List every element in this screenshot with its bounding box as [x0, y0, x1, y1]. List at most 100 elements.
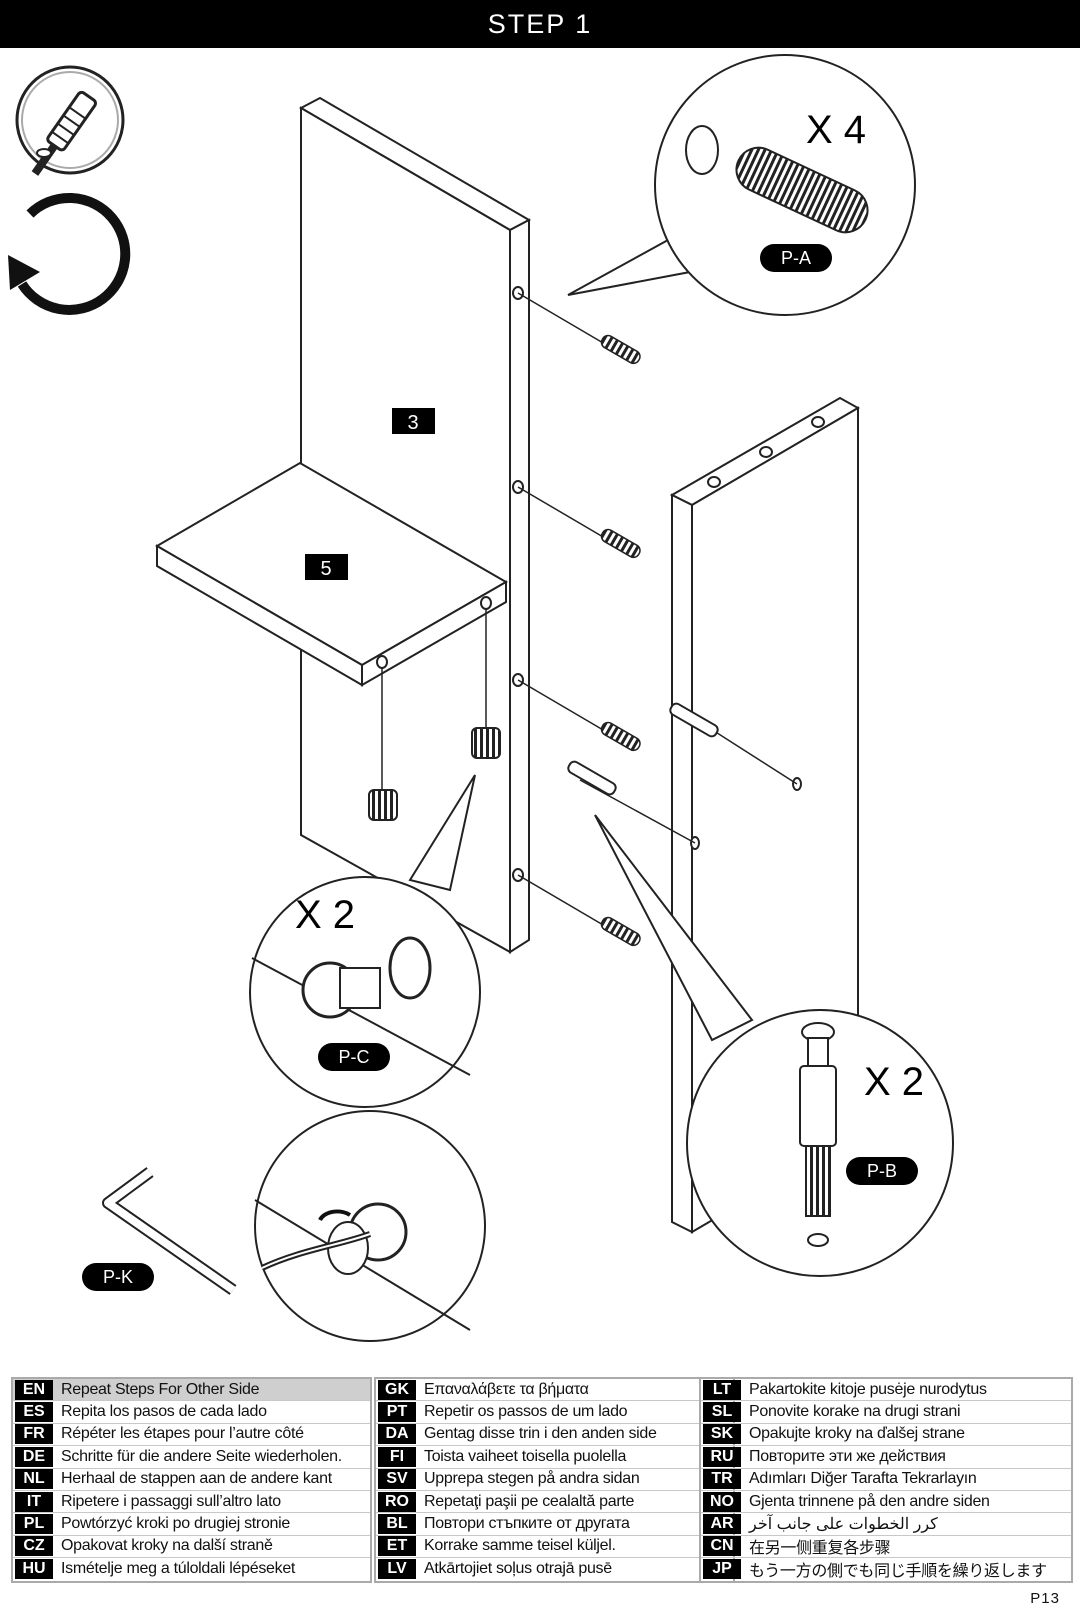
instruction-text: もう一方の側でも同じ手順を繰り返します [749, 1563, 1047, 1581]
instruction-row: PL Powtórzyć kroki po drugiej stronie [13, 1513, 370, 1536]
instruction-row: SK Opakujte kroky na ďalšej strane [701, 1424, 1071, 1447]
language-code: GK [378, 1379, 416, 1400]
callout-tighten [254, 1110, 486, 1342]
instruction-row: RU Повторите эти же действия [701, 1446, 1071, 1469]
language-code: BL [378, 1514, 416, 1535]
instruction-text: Repeat Steps For Other Side [61, 1380, 260, 1398]
instruction-text: Pakartokite kitoje pusėje nurodytus [749, 1380, 987, 1398]
instruction-text: Ismételje meg a túloldali lépéseket [61, 1560, 296, 1578]
instruction-row: PT Repetir os passos de um lado [376, 1401, 733, 1424]
instruction-text: Opakovat kroky na další straně [61, 1537, 273, 1555]
instruction-row: EN Repeat Steps For Other Side [13, 1379, 370, 1402]
part-bolt-badge: P-B [867, 1161, 897, 1181]
part-key-badge: P-K [103, 1267, 133, 1287]
language-code: NL [15, 1469, 53, 1490]
instruction-row: ET Korrake samme teisel küljel. [376, 1536, 733, 1559]
language-code: SL [703, 1402, 741, 1423]
instruction-text: 在另一侧重复各步骤 [749, 1540, 891, 1558]
instruction-row: CZ Opakovat kroky na další straně [13, 1536, 370, 1559]
callout-bolt [594, 814, 954, 1277]
language-code: TR [703, 1469, 741, 1490]
language-code: FI [378, 1446, 416, 1467]
language-code: LT [703, 1379, 741, 1400]
step-title: STEP 1 [487, 9, 593, 39]
instruction-text: Répéter les étapes pour l’autre côté [61, 1425, 304, 1443]
language-code: SK [703, 1424, 741, 1445]
language-code: PT [378, 1402, 416, 1423]
bolt-quantity: X 2 [864, 1060, 924, 1104]
instruction-text: Powtórzyć kroki po drugiej stronie [61, 1515, 291, 1533]
instruction-text: Gentag disse trin i den anden side [424, 1425, 657, 1443]
instruction-row: DE Schritte für die andere Seite wiederho… [13, 1446, 370, 1469]
callout-cam [249, 774, 481, 1108]
instruction-row: AR كرر الخطوات على جانب آخر [701, 1513, 1071, 1536]
instruction-text: Adımları Diğer Tarafta Tekrarlayın [749, 1470, 977, 1488]
cam-locks [368, 609, 501, 821]
language-code: CN [703, 1536, 741, 1557]
language-code: ES [15, 1402, 53, 1423]
instruction-text: Повторите эти же действия [749, 1447, 946, 1465]
instruction-text: Ripetere i passaggi sull’altro lato [61, 1492, 281, 1510]
instruction-text: Toista vaiheet toisella puolella [424, 1447, 627, 1465]
instruction-text: Gjenta trinnene på den andre siden [749, 1492, 990, 1510]
instruction-row: ES Repita los pasos de cada lado [13, 1401, 370, 1424]
instruction-text: Schritte für die andere Seite wiederhole… [61, 1447, 342, 1465]
instruction-text: Повтори стъпките от другата [424, 1515, 630, 1533]
allen-key-icon [102, 1167, 237, 1295]
language-code: DA [378, 1424, 416, 1445]
language-code: LV [378, 1559, 416, 1580]
instruction-text: Herhaal de stappen aan de andere kant [61, 1470, 332, 1488]
instruction-text: كرر الخطوات على جانب آخر [749, 1516, 938, 1534]
language-code: EN [15, 1379, 53, 1400]
instruction-row: NL Herhaal de stappen aan de andere kant [13, 1469, 370, 1491]
language-code: NO [703, 1491, 741, 1512]
language-code: HU [15, 1559, 53, 1580]
language-code: DE [15, 1446, 53, 1467]
page-number: P13 [1030, 1590, 1060, 1607]
instruction-row: CN 在另一侧重复各步骤 [701, 1536, 1071, 1559]
language-code: FR [15, 1424, 53, 1445]
instruction-row: TR Adımları Diğer Tarafta Tekrarlayın [701, 1469, 1071, 1491]
language-code: SV [378, 1469, 416, 1490]
instruction-text: Repita los pasos de cada lado [61, 1403, 267, 1421]
cam-quantity: X 2 [295, 893, 355, 937]
language-code: AR [703, 1514, 741, 1535]
instruction-row: LT Pakartokite kitoje pusėje nurodytus [701, 1379, 1071, 1402]
language-code: ET [378, 1536, 416, 1557]
part-cam-badge: P-C [339, 1047, 370, 1067]
instruction-text: Repetir os passos de um lado [424, 1403, 628, 1421]
cam-bolts [567, 702, 798, 844]
screwdriver-icon [15, 65, 125, 176]
instruction-row: LV Atkārtojiet soļus otrajā pusē [376, 1558, 733, 1580]
dowel-quantity: X 4 [806, 108, 866, 152]
instruction-row: FI Toista vaiheet toisella puolella [376, 1446, 733, 1469]
instruction-row: SL Ponovite korake na drugi strani [701, 1401, 1071, 1424]
instruction-row: BL Повтори стъпките от другата [376, 1513, 733, 1536]
assembly-illustration: 3 5 X 4 X 2 X 2 P-A P-C P-B P-K [8, 54, 954, 1342]
instruction-text: Atkārtojiet soļus otrajā pusē [424, 1560, 612, 1578]
instruction-text: Korrake samme teisel küljel. [424, 1537, 616, 1555]
instruction-row: FR Répéter les étapes pour l’autre côté [13, 1424, 370, 1447]
language-code: PL [15, 1514, 53, 1535]
language-code: RU [703, 1446, 741, 1467]
instruction-text: Ponovite korake na drugi strani [749, 1403, 961, 1421]
instruction-text: Repetaţi paşii pe cealaltă parte [424, 1492, 635, 1510]
part-dowel-badge: P-A [781, 248, 811, 268]
language-code: CZ [15, 1536, 53, 1557]
dowels [517, 292, 641, 947]
language-code: RO [378, 1491, 416, 1512]
instruction-row: RO Repetaţi paşii pe cealaltă parte [376, 1491, 733, 1514]
instruction-row: NO Gjenta trinnene på den andre siden [701, 1491, 1071, 1514]
panel-5-label: 5 [320, 558, 331, 580]
instruction-row: DA Gentag disse trin i den anden side [376, 1424, 733, 1447]
instruction-text: Opakujte kroky na ďalšej strane [749, 1425, 965, 1443]
callout-dowel [567, 54, 916, 316]
panel-3-label: 3 [407, 412, 418, 434]
